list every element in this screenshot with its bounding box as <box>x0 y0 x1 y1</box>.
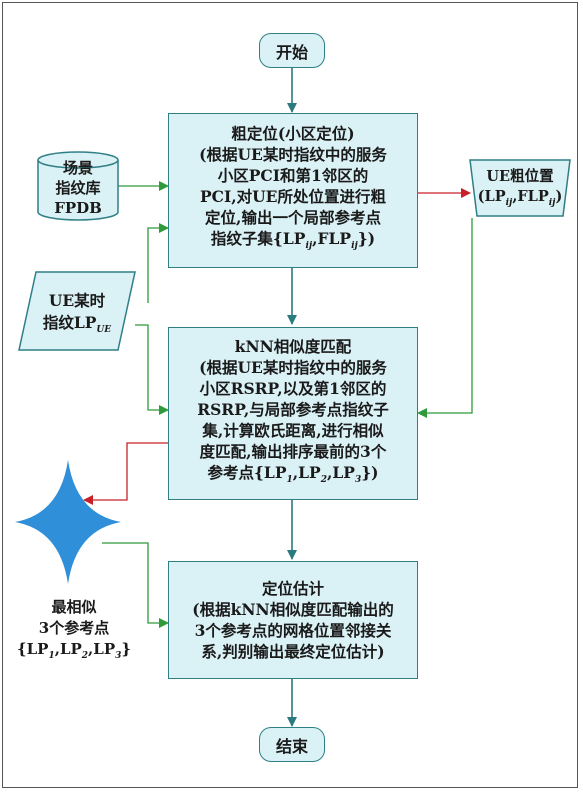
step3-line1: 定位估计 <box>261 579 324 598</box>
input-line1: UE某时 <box>48 291 106 310</box>
coarse-position-trapezoid <box>469 159 571 217</box>
arrow-input-to-step1 <box>147 223 169 303</box>
step2-line7: 参考点{LP1,LP2,LP3}) <box>207 462 379 486</box>
coarse-line1: UE粗位置 <box>486 168 554 185</box>
step1-line5: 定位,输出一个局部参考点 <box>205 208 381 228</box>
arrow-input-to-step2 <box>135 324 169 415</box>
start-label: 开始 <box>275 42 308 62</box>
input-fingerprint-label: UE某时 指纹LPUE <box>27 290 127 341</box>
arrow-coarse-to-step2 <box>417 218 473 418</box>
step3-line4: 系,判别输出最终定位估计) <box>201 642 385 661</box>
step3-line2: (根据kNN相似度匹配输出的 <box>192 600 394 619</box>
database-line2: 指纹库 <box>55 179 101 197</box>
step2-knn-matching-box: kNN相似度匹配 (根据UE某时指纹中的服务 小区RSRP,以及第1邻区的 RS… <box>168 327 418 500</box>
arrow-topk-to-step3 <box>102 542 169 628</box>
database-label: 场景 指纹库 FPDB <box>38 158 118 218</box>
step2-line6: 度匹配,输出排序最前的3个 <box>199 441 387 461</box>
topk-line1: 最相似 <box>51 598 97 616</box>
diagram-frame <box>2 2 578 788</box>
arrow-step2-to-topk <box>83 442 168 505</box>
coarse-line2: (LPij,FLPij) <box>477 188 563 208</box>
step3-line3: 3个参考点的网格位置邻接关 <box>194 621 392 640</box>
end-label: 结束 <box>275 736 308 756</box>
step2-line1: kNN相似度匹配 <box>234 336 352 356</box>
topk-line3: {LP1,LP2,LP3} <box>16 640 132 661</box>
input-line2: 指纹LPUE <box>42 313 112 336</box>
database-cylinder <box>37 151 119 221</box>
step1-line2: (根据UE某时指纹中的服务 <box>199 145 387 165</box>
end-node: 结束 <box>259 727 325 762</box>
database-line3: FPDB <box>54 199 102 217</box>
star-shape <box>15 460 121 584</box>
step2-line3: 小区RSRP,以及第1邻区的 <box>199 378 387 398</box>
step1-line4: PCI,对UE所处位置进行粗 <box>200 187 386 207</box>
start-node: 开始 <box>259 33 325 68</box>
step1-line1: 粗定位(小区定位) <box>231 124 355 144</box>
step1-coarse-positioning-box: 粗定位(小区定位) (根据UE某时指纹中的服务 小区PCI和第1邻区的 PCI,… <box>168 113 418 268</box>
topk-line2: 3个参考点 <box>38 619 110 637</box>
step2-line4: RSRP,与局部参考点指纹子 <box>197 399 389 419</box>
database-line1: 场景 <box>62 159 93 177</box>
step2-line5: 集,计算欧氏距离,进行相似 <box>202 420 384 440</box>
step1-line6: 指纹子集{LPij,FLPij}) <box>210 229 376 252</box>
top3-reference-points-label: 最相似 3个参考点 {LP1,LP2,LP3} <box>14 597 134 667</box>
step3-position-estimation-box: 定位估计 (根据kNN相似度匹配输出的 3个参考点的网格位置邻接关 系,判别输出… <box>168 561 418 679</box>
step1-line3: 小区PCI和第1邻区的 <box>217 166 369 186</box>
coarse-position-label: UE粗位置 (LPij,FLPij) <box>470 167 570 213</box>
step2-line2: (根据UE某时指纹中的服务 <box>199 357 387 377</box>
input-parallelogram <box>18 271 136 351</box>
